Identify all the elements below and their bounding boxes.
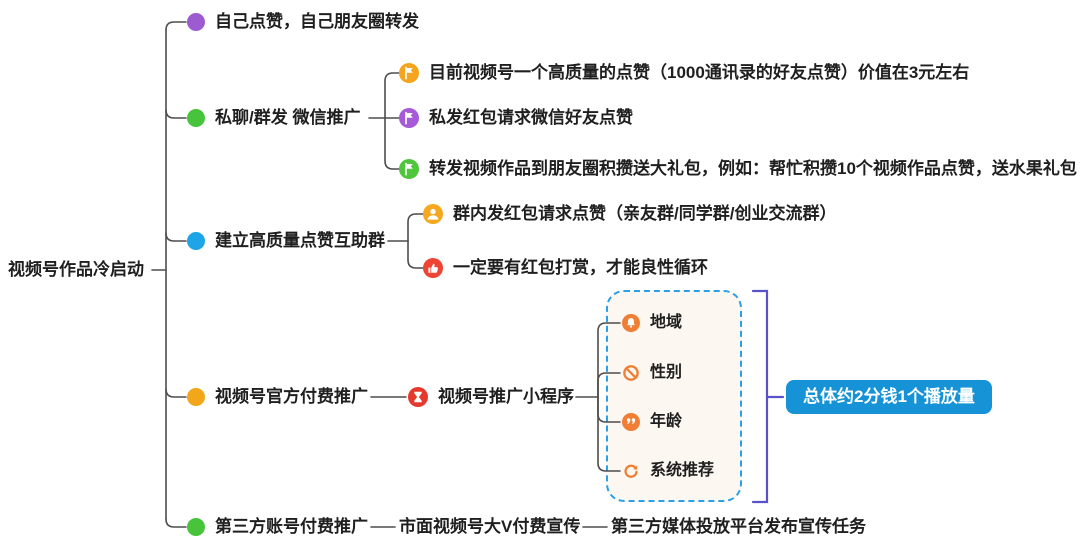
sub-node-label: 群内发红包请求点赞（亲友群/同学群/创业交流群） [453,204,837,223]
connector [165,518,187,528]
connector [384,72,400,119]
branch-official-paid-promo[interactable]: 视频号官方付费推广 [187,385,368,409]
summary-bracket [751,289,785,504]
branch-thirdparty-paid-promo[interactable]: 第三方账号付费推广 [187,515,368,539]
sub-node-label: 市面视频号大V付费宣传 [399,517,581,536]
sub-node-media-platform[interactable]: 第三方媒体投放平台发布宣传任务 [611,515,866,539]
connector [384,117,400,170]
sub-node-redpacket-friends[interactable]: 私发红包请求微信好友点赞 [399,106,633,130]
option-gender[interactable]: 性别 [622,363,682,383]
user-icon [423,204,443,224]
option-system-recommend[interactable]: 系统推荐 [622,461,714,481]
branch-dot [187,109,205,127]
connector [165,109,187,119]
sub-node-moments-gift[interactable]: 转发视频作品到朋友圈积攒送大礼包，例如：帮忙积攒10个视频作品点赞，送水果礼包 [399,157,1077,181]
sub-node-label: 视频号推广小程序 [438,387,574,406]
option-label: 年龄 [650,413,683,430]
branch-label: 视频号官方付费推广 [215,387,368,406]
sub-node-label: 一定要有红包打赏，才能良性循环 [453,258,708,277]
sub-node-bigv-promo[interactable]: 市面视频号大V付费宣传 [399,515,580,539]
sub-node-label: 转发视频作品到朋友圈积攒送大礼包，例如：帮忙积攒10个视频作品点赞，送水果礼包 [429,159,1077,178]
bell-icon [622,314,640,332]
branch-self-like[interactable]: 自己点赞，自己朋友圈转发 [187,10,419,34]
branch-dot [187,518,205,536]
branch-label: 建立高质量点赞互助群 [215,231,385,250]
option-region[interactable]: 地域 [622,313,682,333]
branch-mutual-like-group[interactable]: 建立高质量点赞互助群 [187,229,385,253]
flag-icon [399,108,419,128]
prohibit-icon [622,364,640,382]
quote-icon [622,413,640,431]
option-age[interactable]: 年龄 [622,412,682,432]
connector [165,388,187,398]
sub-node-group-redpacket[interactable]: 群内发红包请求点赞（亲友群/同学群/创业交流群） [423,202,836,226]
sub-node-label: 第三方媒体投放平台发布宣传任务 [611,517,866,536]
option-label: 地域 [650,314,683,331]
branch-label: 第三方账号付费推广 [215,517,368,536]
connector [597,372,621,398]
thumb-up-icon [423,258,443,278]
branch-label: 私聊/群发 微信推广 [215,108,361,127]
connector [597,396,621,423]
branch-label: 自己点赞，自己朋友圈转发 [215,12,419,31]
sub-node-promo-miniprogram[interactable]: 视频号推广小程序 [408,385,574,409]
connector [407,240,424,269]
connector [407,213,424,242]
connector [597,396,621,472]
connector [165,21,187,31]
connector [165,232,187,242]
sub-node-label: 私发红包请求微信好友点赞 [429,108,633,127]
refresh-icon [622,462,640,480]
flag-icon [399,63,419,83]
branch-wechat-promo[interactable]: 私聊/群发 微信推广 [187,106,360,130]
option-label: 性别 [650,364,683,381]
result-badge[interactable]: 总体约2分钱1个播放量 [786,380,992,414]
sub-node-like-value[interactable]: 目前视频号一个高质量的点赞（1000通讯录的好友点赞）价值在3元左右 [399,61,969,85]
sub-node-label: 目前视频号一个高质量的点赞（1000通讯录的好友点赞）价值在3元左右 [429,63,970,82]
branch-dot [187,388,205,406]
branch-dot [187,13,205,31]
option-label: 系统推荐 [650,462,715,479]
hourglass-icon [408,387,428,407]
mindmap-root-node[interactable]: 视频号作品冷启动 [8,258,144,282]
flag-icon [399,159,419,179]
branch-dot [187,232,205,250]
sub-node-reward-cycle[interactable]: 一定要有红包打赏，才能良性循环 [423,256,708,280]
connector-group [151,21,621,528]
connector [597,322,621,398]
root-label: 视频号作品冷启动 [8,260,144,279]
